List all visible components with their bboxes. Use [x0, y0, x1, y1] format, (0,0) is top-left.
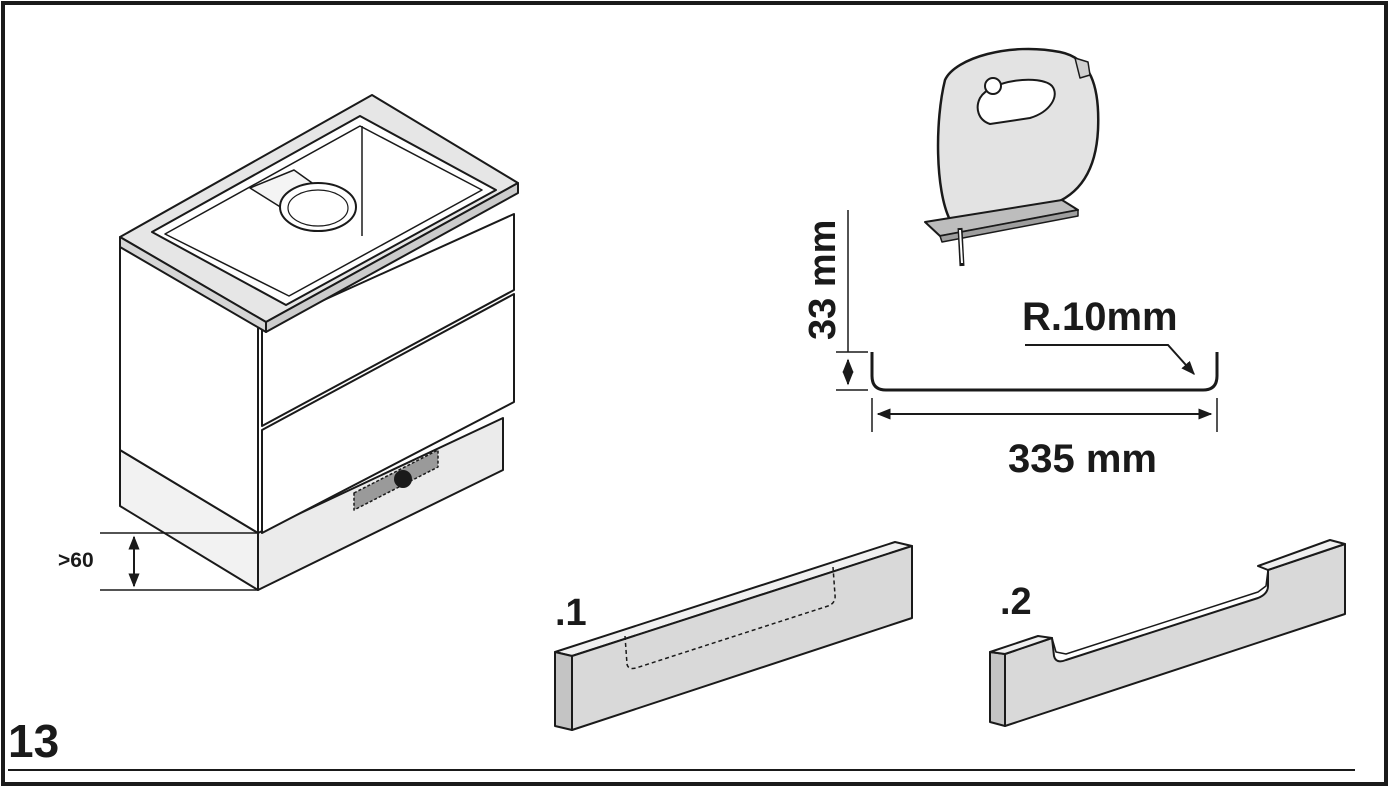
worktop-side-edge	[119, 236, 267, 333]
panel2-front	[1004, 543, 1346, 727]
panel1-cut-marking	[624, 566, 836, 670]
panel2-notch-floor	[1051, 569, 1269, 655]
cutout-outline	[870, 352, 1219, 392]
radius-leader	[1025, 344, 1195, 376]
jigsaw-blade-inner	[959, 229, 963, 264]
radius-label: R.10mm	[1022, 295, 1178, 339]
step1-label: .1	[555, 592, 587, 634]
cut-plinth-panel	[989, 539, 1346, 727]
width-label: 335 mm	[1008, 437, 1157, 481]
panel2-side	[989, 651, 1006, 727]
jigsaw-base-front	[939, 209, 1079, 243]
panel1-side	[554, 651, 573, 731]
downdraft-opening-inner	[287, 189, 349, 227]
panel2-top-right	[1257, 539, 1346, 571]
cabinet-lower-drawer	[261, 293, 515, 534]
height-label: 33 mm	[802, 220, 844, 340]
kitchen-cabinet-illustration	[100, 94, 519, 591]
cabinet-upper-drawer	[261, 213, 515, 427]
plinth-height-label: >60	[58, 549, 94, 572]
figure-number: 13	[8, 715, 59, 767]
jigsaw-body	[936, 47, 1100, 222]
cutout-profile	[836, 210, 1219, 432]
jigsaw-nose	[1074, 57, 1091, 79]
jigsaw-switch	[984, 77, 1002, 95]
step2-label: .2	[1000, 581, 1032, 623]
jigsaw-icon	[924, 47, 1100, 267]
plinth-vent-knob	[394, 470, 412, 488]
plinth-panel-illustration	[554, 541, 913, 731]
